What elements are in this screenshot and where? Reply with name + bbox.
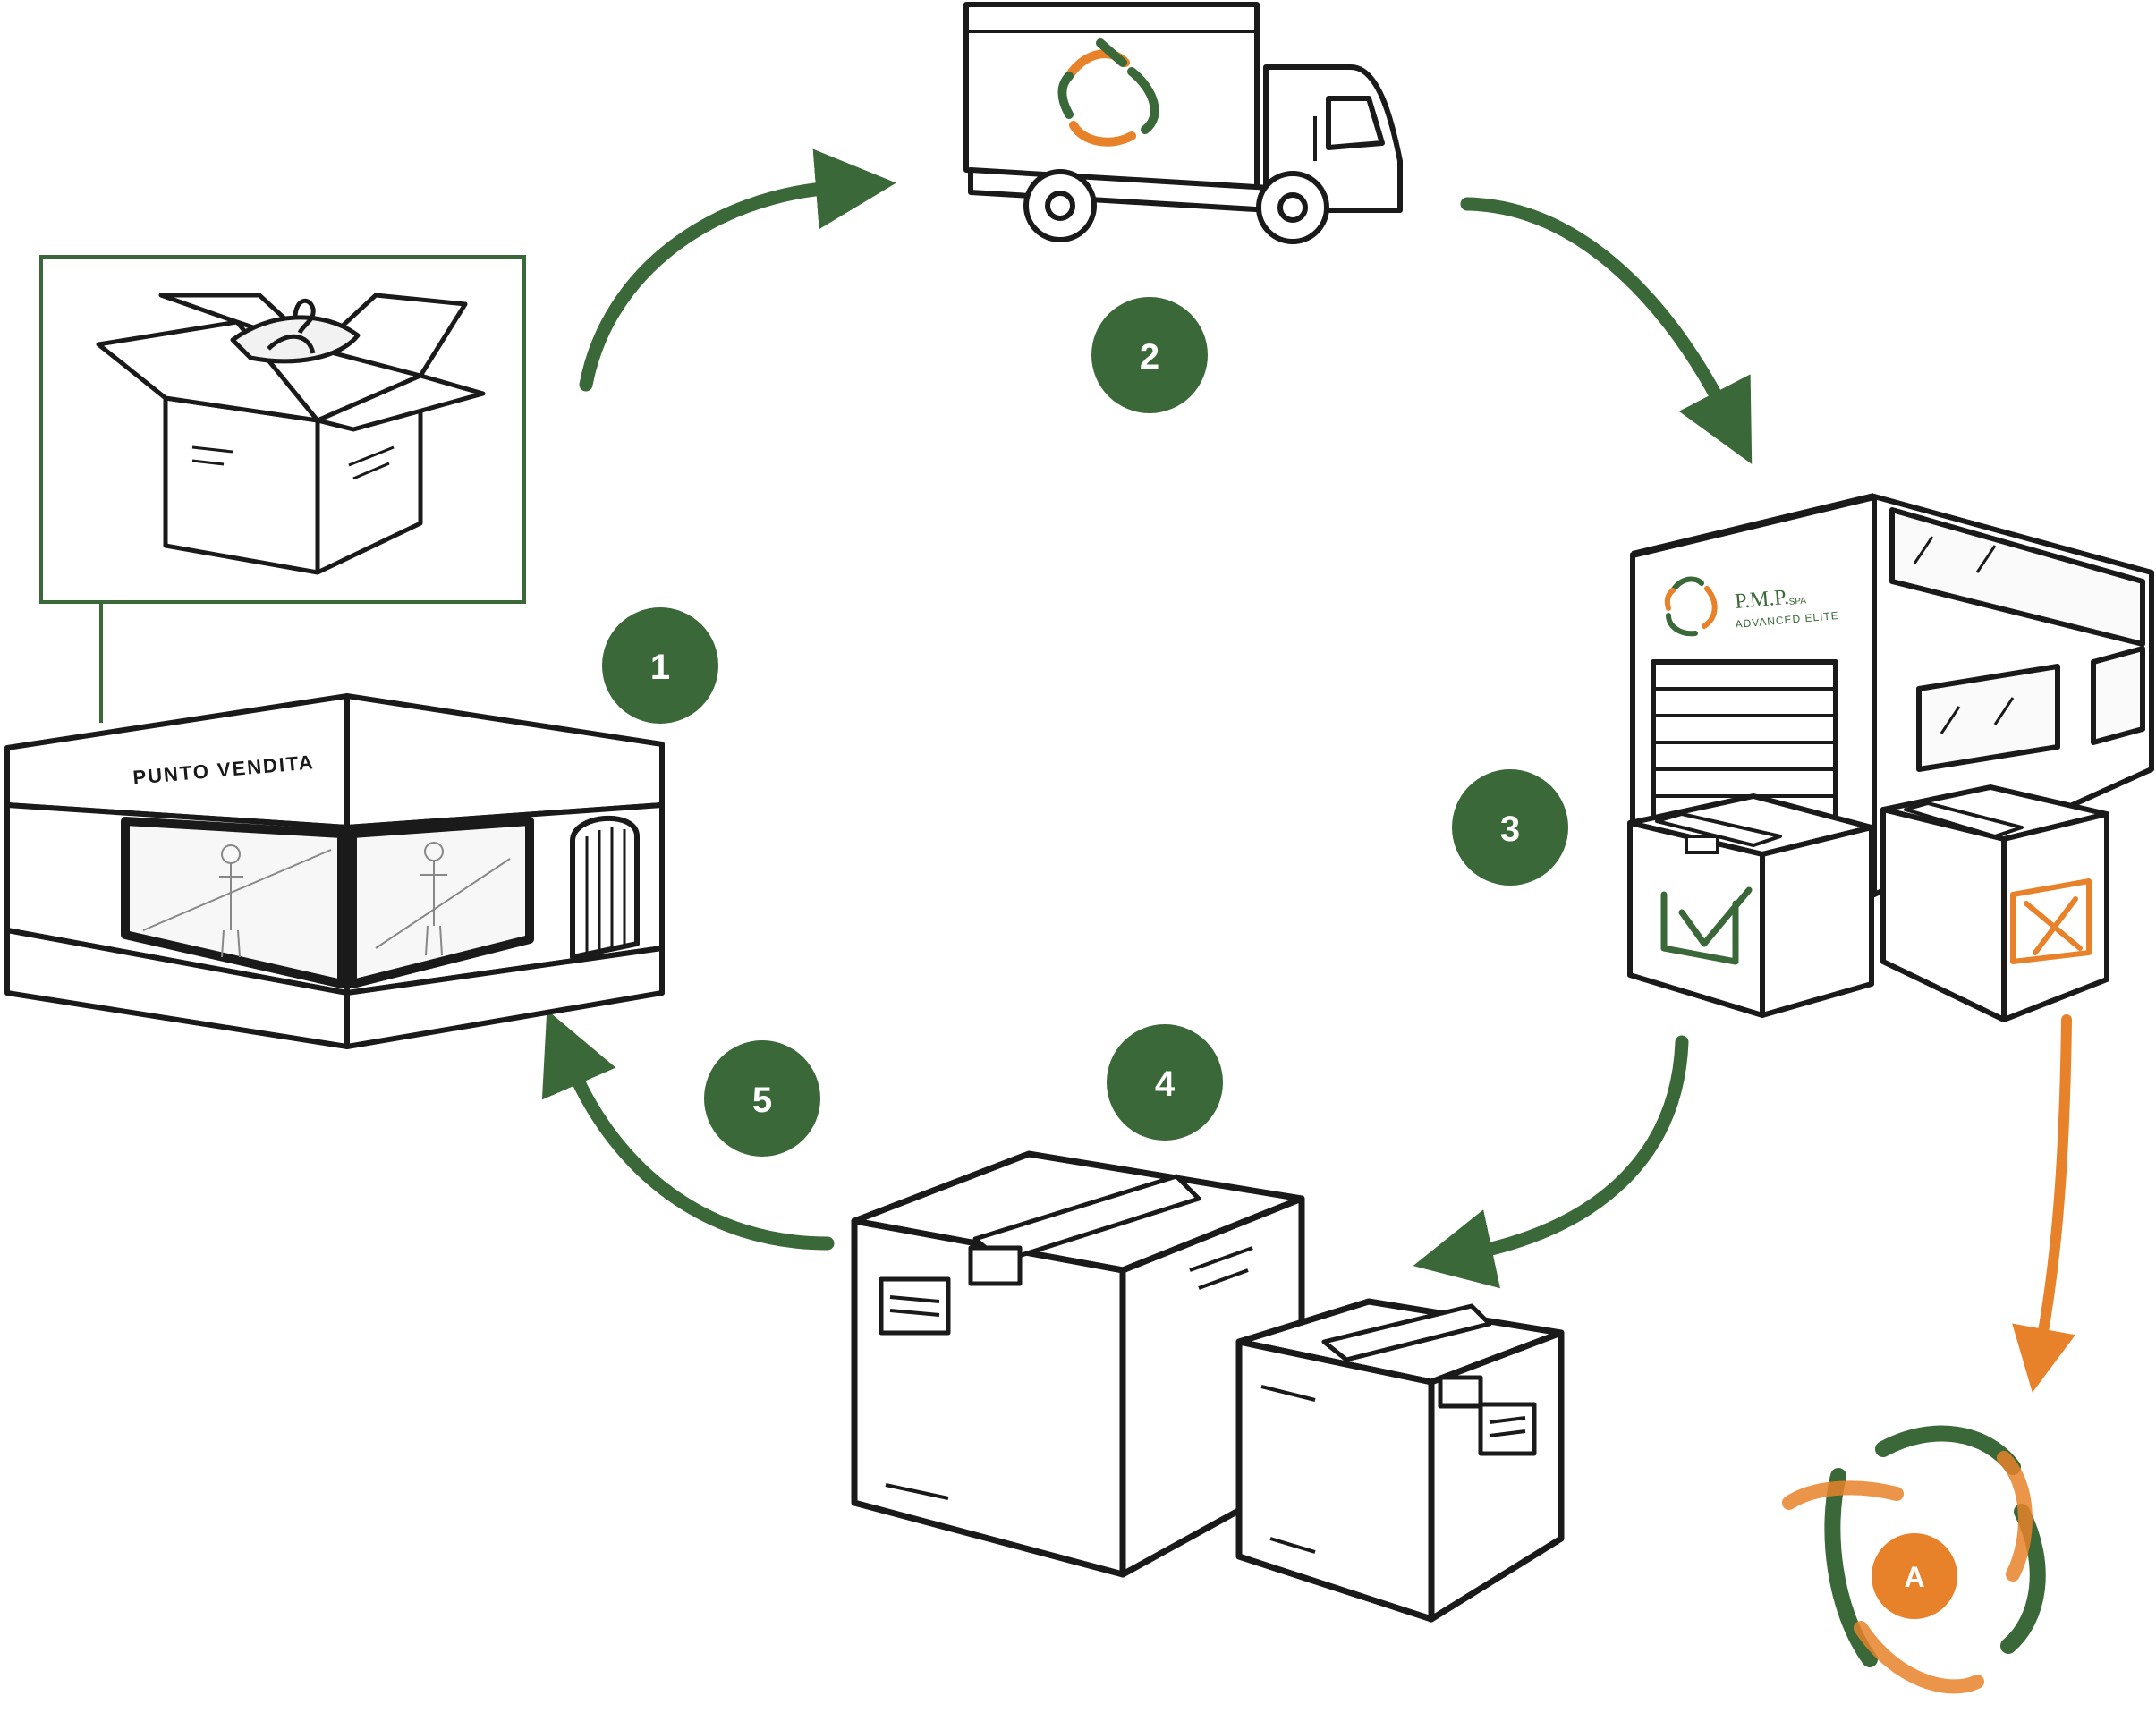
open-box-with-clothes-icon — [96, 293, 486, 575]
step-badge-4: 4 — [1107, 1024, 1223, 1141]
step-badge-5: 5 — [704, 1040, 820, 1157]
step-badge-1: 1 — [602, 607, 718, 724]
store-building-icon — [4, 693, 665, 1049]
x-box-icon — [1880, 784, 2109, 1022]
step-label: 2 — [1140, 337, 1159, 377]
truck-recycle-logo-icon — [1057, 38, 1159, 147]
step-label: 4 — [1155, 1064, 1176, 1104]
warehouse-recycle-logo-icon — [1664, 576, 1718, 637]
warehouse-brand-suffix: SPA — [1788, 596, 1806, 607]
sealed-boxes-icon — [851, 1150, 1565, 1623]
open-box-panel — [39, 255, 526, 723]
check-mark — [1660, 886, 1753, 965]
arrow-truck-to-warehouse — [1460, 197, 1753, 464]
recycle-logo-icon — [1782, 1425, 2046, 1694]
check-box-icon — [1627, 793, 1874, 1018]
step-label: 5 — [752, 1081, 772, 1120]
step-badge-2: 2 — [1091, 297, 1208, 413]
arrow-boxes-to-store — [541, 1009, 835, 1251]
arrow-store-to-truck — [579, 148, 896, 392]
step-label: 1 — [650, 648, 670, 687]
recycle-logo-center — [1872, 1533, 1957, 1619]
step-label: 3 — [1500, 810, 1520, 849]
warehouse-brand: P.M.P. — [1734, 586, 1790, 614]
delivery-truck-icon — [963, 2, 1403, 244]
recycle-logo-letter: A — [1904, 1561, 1924, 1593]
arrow-rejected-to-recycle — [2012, 1014, 2075, 1393]
arrow-warehouse-to-boxes — [1413, 1035, 1689, 1289]
x-mark — [2010, 878, 2092, 964]
step-badge-3: 3 — [1452, 769, 1568, 886]
